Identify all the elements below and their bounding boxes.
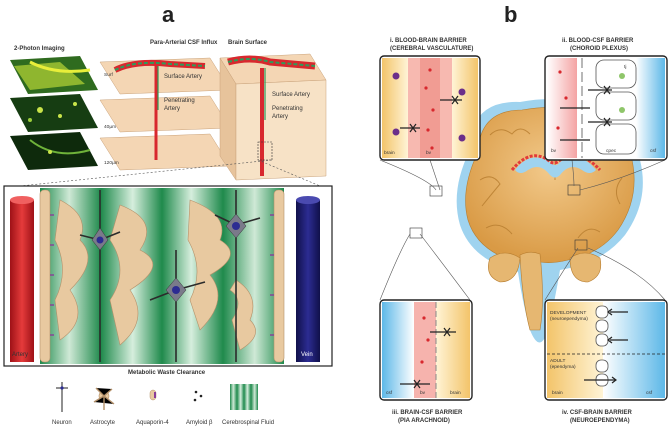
astrocyte-legend-icon	[93, 387, 115, 410]
panel-a-letter: a	[162, 2, 175, 27]
clearance-title: Metabolic Waste Clearance	[128, 370, 206, 376]
penetrating-artery-label-1: Penetrating	[164, 98, 195, 104]
svg-text:120µm: 120µm	[104, 160, 119, 166]
box-iv-adult-sub: (ependyma)	[550, 364, 576, 370]
penetrating-artery-2-label-2: Artery	[272, 114, 288, 120]
box-iv-csf-label: csf	[646, 390, 653, 396]
choroid-plexus	[510, 154, 602, 172]
artery-vessel	[10, 200, 34, 362]
box-ii-tj-label: tj	[624, 64, 626, 70]
box-iv-title-1: iv. CSF-BRAIN BARRIER	[562, 410, 633, 416]
panel-b-letter: b	[504, 2, 517, 27]
surface-artery-label: Surface Artery	[164, 74, 202, 80]
aquaporin-legend-icon	[149, 389, 157, 401]
legend-csf: Cerebrospinal Fluid	[222, 420, 274, 426]
amyloid-legend-icon	[193, 390, 203, 402]
penetrating-artery-label-2: Artery	[164, 106, 180, 112]
box-i-bv-label: bv	[426, 150, 432, 156]
box-iv-title-2: (NEUROEPENDYMA)	[570, 418, 630, 424]
two-photon-images	[10, 56, 98, 170]
penetrating-artery-2-label-1: Penetrating	[272, 106, 303, 112]
box-iii-brain-label: brain	[450, 390, 461, 396]
box-iii-title-1: iii. BRAIN-CSF BARRIER	[392, 410, 463, 416]
surface-artery-label-2: Surface Artery	[272, 92, 310, 98]
barrier-box-i: i. BLOOD-BRAIN BARRIER (CEREBRAL VASCULA…	[379, 38, 481, 161]
brain-surface-block: Surface Artery Penetrating Artery	[219, 53, 327, 181]
barrier-box-ii: ii. BLOOD-CSF BARRIER (CHOROID PLEXUS) b…	[544, 38, 668, 161]
box-iii-csf-label: csf	[386, 390, 393, 396]
legend-amyloid: Amyloid β	[186, 420, 213, 426]
legend-astrocyte: Astrocyte	[90, 420, 116, 426]
box-i-title-1: i. BLOOD-BRAIN BARRIER	[390, 38, 467, 44]
panel-a: a 2-Photon Imaging Para-Arterial CSF Inf…	[3, 2, 333, 426]
neuron-bodies	[91, 213, 247, 303]
artery-label: Artery	[12, 352, 28, 358]
influx-title: Para-Arterial CSF Influx	[150, 40, 218, 46]
barrier-box-iii: csf bv brain iii. BRAIN-CSF BARRIER (PIA…	[379, 299, 473, 424]
box-ii-title-1: ii. BLOOD-CSF BARRIER	[562, 38, 634, 44]
box-i-left-label: brain	[384, 150, 395, 156]
box-ii-csf-label: csf	[650, 148, 657, 154]
box-i-title-2: (CEREBRAL VASCULATURE)	[390, 46, 473, 52]
csf-legend-icon	[230, 384, 258, 410]
box-iii-title-2: (PIA ARACHNOID)	[398, 418, 450, 424]
box-ii-title-2: (CHOROID PLEXUS)	[570, 46, 628, 52]
imaging-label: 2-Photon Imaging	[14, 46, 65, 52]
photon-image-2	[10, 94, 98, 132]
box-iv-development-sub: (neuroependyma)	[550, 316, 588, 322]
box-ii-cpec-label: cpec	[606, 149, 617, 154]
vein-label: Vein	[301, 352, 313, 358]
panel-a-legend: Neuron Astrocyte Aquaporin-4 Amyloid β C…	[52, 382, 274, 426]
vein-vessel	[296, 200, 320, 362]
barrier-box-iv: DEVELOPMENT (neuroependyma) ADULT (epend…	[544, 299, 668, 424]
box-iii-bv-label: bv	[420, 390, 426, 396]
legend-aquaporin: Aquaporin-4	[136, 420, 169, 426]
panel-b: b	[379, 2, 668, 424]
legend-neuron: Neuron	[52, 420, 72, 426]
box-iv-adult-label: ADULT	[550, 358, 565, 364]
box-iv-development-label: DEVELOPMENT	[550, 310, 586, 316]
box-ii-bv-label: bv	[551, 148, 557, 154]
svg-text:40µm: 40µm	[104, 124, 116, 130]
neuron-legend-icon	[56, 382, 68, 412]
brain-surface-label: Brain Surface	[228, 40, 268, 46]
svg-text:Surf: Surf	[104, 72, 113, 78]
glymphatic-tissue-panel: Artery Vein	[3, 185, 333, 367]
lateral-ventricles	[515, 157, 596, 178]
box-iv-brain-label: brain	[552, 390, 563, 396]
influx-schematic: Surface Artery Penetrating Artery Surf 4…	[99, 57, 231, 171]
